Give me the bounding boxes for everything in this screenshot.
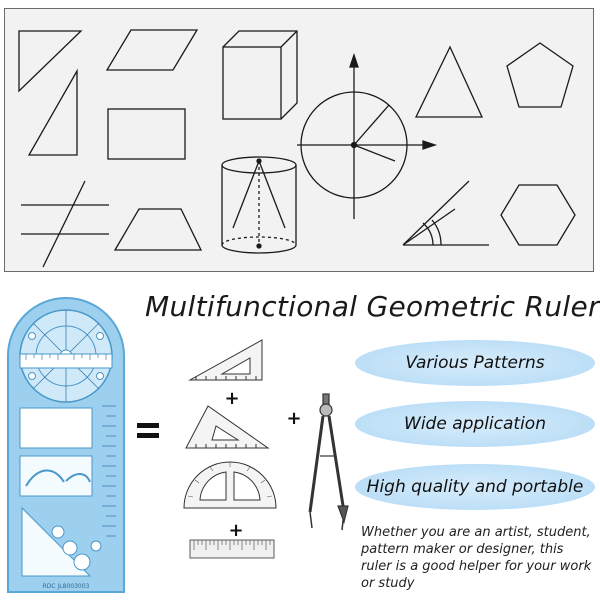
feature-pill-various-patterns: Various Patterns bbox=[355, 340, 595, 386]
plus-signs: + + + bbox=[224, 388, 301, 541]
right-triangle-lower bbox=[27, 68, 78, 156]
cylinder-with-cone bbox=[221, 156, 297, 254]
trapezoid bbox=[113, 208, 203, 251]
circle-with-axes bbox=[297, 52, 438, 219]
rectangle bbox=[107, 108, 186, 160]
tools-set-image: + + + bbox=[183, 339, 349, 559]
set-square-large bbox=[185, 405, 270, 449]
feature-pill-wide-application: Wide application bbox=[355, 401, 595, 447]
protractor bbox=[183, 461, 277, 509]
pentagon bbox=[506, 42, 574, 108]
straight-ruler bbox=[189, 539, 275, 559]
feature-label: Various Patterns bbox=[405, 353, 545, 373]
right-triangle-top-left bbox=[18, 30, 83, 93]
triangle bbox=[414, 45, 484, 118]
hexagon bbox=[500, 184, 576, 246]
geometric-ruler-image: RDC JL8003003 bbox=[7, 297, 125, 593]
plus-sign-2: + bbox=[286, 408, 301, 429]
feature-label: High quality and portable bbox=[366, 477, 584, 497]
compass-icon bbox=[308, 393, 349, 531]
parallelogram bbox=[105, 29, 199, 71]
page-title: Multifunctional Geometric Ruler bbox=[145, 290, 600, 323]
angle bbox=[402, 180, 489, 246]
geometric-shapes-illustration bbox=[4, 8, 594, 272]
parallel-lines-with-transversal bbox=[21, 180, 109, 268]
set-square-small bbox=[188, 339, 263, 381]
plus-sign-1: + bbox=[224, 388, 239, 409]
equals-sign bbox=[137, 418, 163, 444]
plus-sign-3: + bbox=[228, 520, 243, 541]
cube bbox=[222, 30, 298, 120]
feature-label: Wide application bbox=[404, 414, 546, 434]
feature-pill-high-quality: High quality and portable bbox=[355, 464, 595, 510]
product-description: Whether you are an artist, student, patt… bbox=[361, 525, 592, 591]
ruler-label: RDC JL8003003 bbox=[43, 583, 90, 590]
